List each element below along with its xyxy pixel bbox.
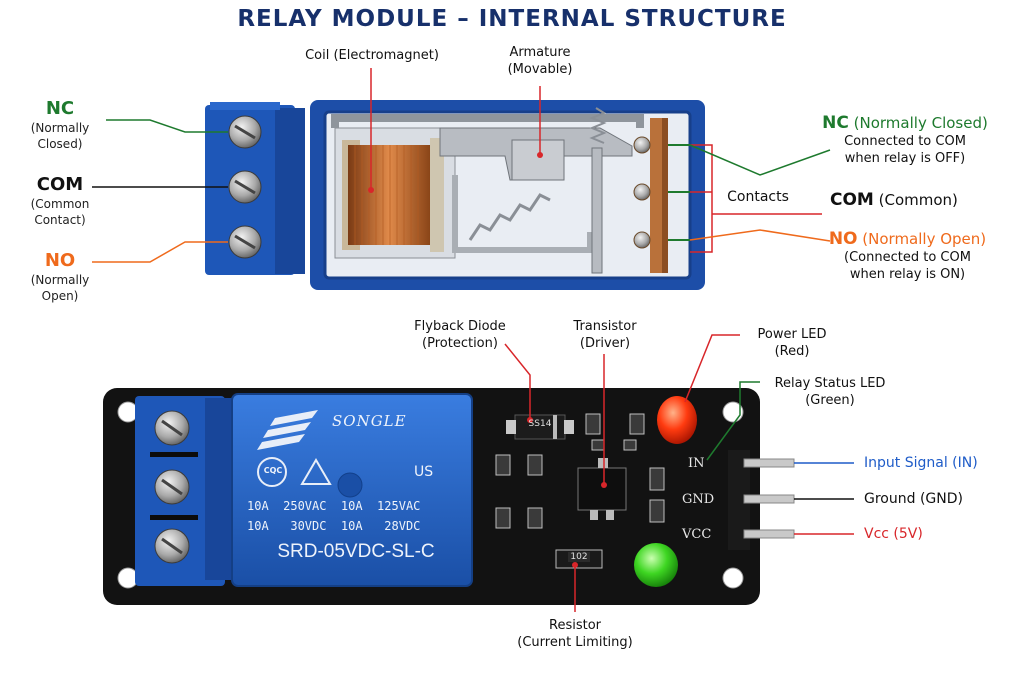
screw-icon <box>154 410 190 446</box>
flyback-label: Flyback Diode(Protection) <box>414 319 506 351</box>
no-left-leader <box>92 241 228 263</box>
warning-triangle-icon <box>300 458 332 485</box>
relay-rating-row2: 10A 30VDC 10A 28VDC <box>247 519 421 533</box>
relay-frame <box>331 114 644 253</box>
cqc-mark-icon <box>257 457 287 487</box>
screw-icon <box>228 115 262 149</box>
diode-marking: SS14 <box>528 419 552 429</box>
relay-model: SRD-05VDC-SL-C <box>277 541 435 562</box>
contact-arm <box>591 147 603 274</box>
smd-components <box>495 413 665 529</box>
spring <box>468 193 551 241</box>
status-led-label: Relay Status LED(Green) <box>774 376 886 408</box>
resistor-marking: 102 <box>568 552 590 562</box>
contacts-label: Contacts <box>727 189 789 205</box>
screw-icon <box>228 225 262 259</box>
no-right-leader <box>689 229 831 242</box>
ground-label: Ground (GND) <box>864 491 963 507</box>
transistor <box>577 458 627 520</box>
no-right-label: NO (Normally Open) (Connected to COM whe… <box>828 229 987 282</box>
flyback-leader <box>504 343 531 420</box>
pin-vcc-label: VCC <box>682 527 712 542</box>
header-pins <box>728 450 795 550</box>
screw-icon <box>228 170 262 204</box>
status-led-icon <box>634 543 678 587</box>
com-left-label: COM (Common Contact) <box>30 174 90 227</box>
songle-logo-icon <box>257 410 318 450</box>
screw-icon <box>154 469 190 505</box>
screw-icon <box>154 528 190 564</box>
page-title: RELAY MODULE – INTERNAL STRUCTURE <box>237 6 787 32</box>
armature-label: Armature(Movable) <box>507 45 573 77</box>
armature <box>439 127 633 181</box>
spring <box>589 107 607 144</box>
nc-left-leader <box>106 119 228 133</box>
transistor-label: Transistor(Driver) <box>573 319 637 351</box>
com-right-label: COM (Common) <box>830 190 958 210</box>
vcc-label: Vcc (5V) <box>864 526 923 542</box>
power-led-icon <box>657 396 697 444</box>
power-led-leader <box>684 334 740 403</box>
flyback-diode <box>506 414 574 440</box>
nc-right-leader <box>689 144 831 176</box>
resistor-label: Resistor(Current Limiting) <box>517 618 633 650</box>
us-mark: US <box>414 464 434 480</box>
pin-in-label: IN <box>688 456 705 471</box>
relay-rating-row1: 10A 250VAC 10A 125VAC <box>247 499 421 513</box>
contact-nc <box>633 136 651 154</box>
status-led-leader <box>706 381 760 461</box>
contact-com <box>633 183 651 201</box>
relay-brand: SONGLE <box>332 412 407 430</box>
coil-label: Coil (Electromagnet) <box>305 48 439 63</box>
contact-strip <box>650 118 668 273</box>
nc-right-label: NC (Normally Closed) Connected to COM wh… <box>822 113 988 166</box>
coil <box>334 127 456 259</box>
power-led-label: Power LED(Red) <box>757 327 827 359</box>
pin-gnd-label: GND <box>682 492 715 507</box>
nc-left-label: NC (Normally Closed) <box>30 98 90 151</box>
no-left-label: NO (Normally Open) <box>30 250 90 303</box>
contact-no <box>633 231 651 249</box>
cqc-text: CQC <box>263 466 283 475</box>
contacts-bracket <box>690 144 713 253</box>
input-signal-label: Input Signal (IN) <box>864 455 978 471</box>
